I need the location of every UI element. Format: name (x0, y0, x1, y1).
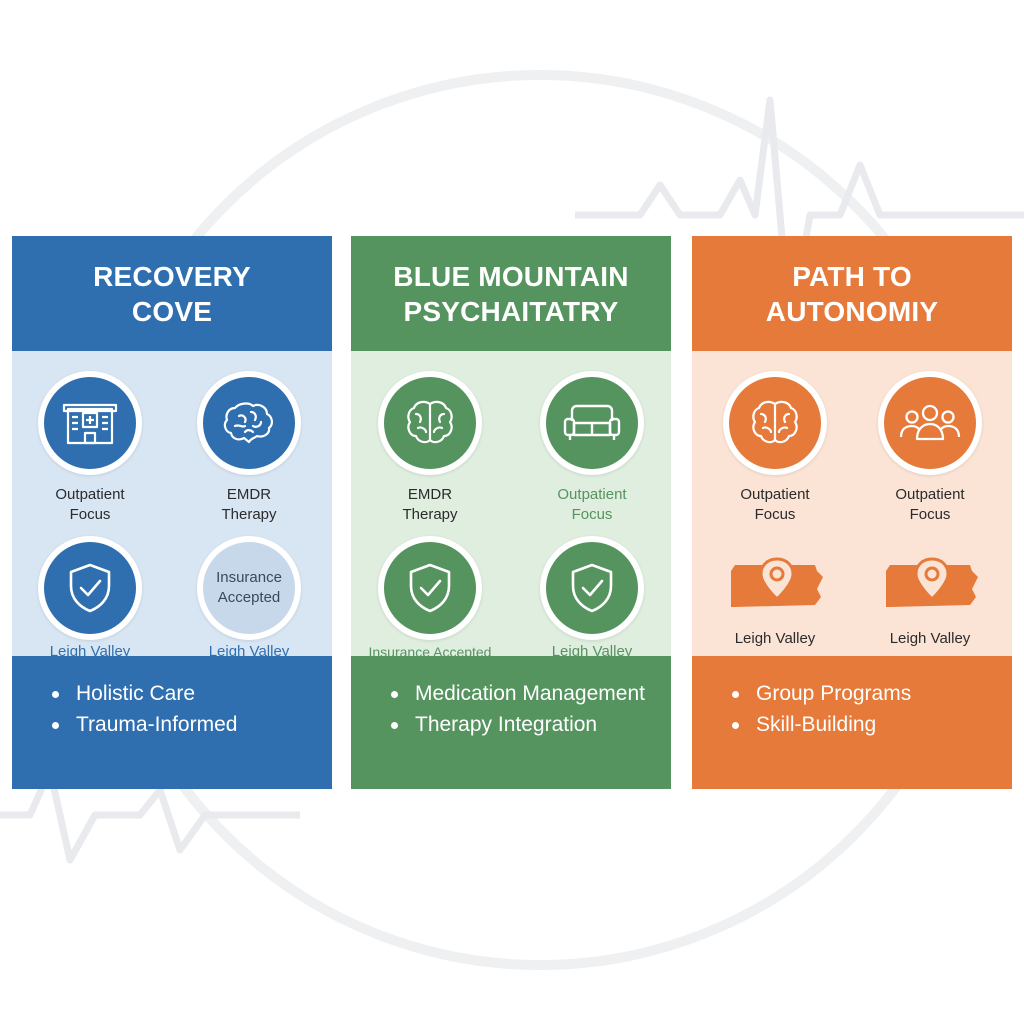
feature-caption: Leigh Valley (49, 643, 131, 660)
couch-icon (546, 377, 638, 469)
label-line1: Outpatient (55, 486, 125, 503)
icon-ring (540, 536, 644, 640)
brain-icon (203, 377, 295, 469)
feature-grid: Outpatient Focus (692, 351, 1012, 656)
card-bullets: Medication Management Therapy Integratio… (351, 656, 671, 789)
label-line2: Therapy (402, 506, 458, 523)
badge-line2: Accepted (217, 589, 281, 606)
bullet-item: Group Programs (732, 678, 1012, 709)
feature-label: EMDR Therapy (174, 485, 324, 525)
feature-outpatient-focus: Outpatient Focus (15, 371, 165, 525)
feature-caption: Leigh Valley (551, 643, 633, 660)
card-title-line2: PSYCHAITATRY (403, 295, 619, 327)
feature-emdr-therapy: EMDR Therapy (355, 371, 505, 525)
brain-icon (729, 377, 821, 469)
feature-insurance-accepted: Insurance Accepted (355, 536, 505, 662)
card-title: BLUE MOUNTAIN PSYCHAITATRY (351, 236, 671, 351)
icon-ring (197, 371, 301, 475)
icon-ring (378, 371, 482, 475)
shield-check-icon (546, 542, 638, 634)
feature-caption: Leigh Valley (734, 630, 816, 647)
map-pin-icon (723, 551, 827, 621)
feature-label: Outpatient Focus (700, 485, 850, 525)
card-title-line2: AUTONOMIY (765, 295, 939, 327)
label-line1: Outpatient (895, 486, 965, 503)
feature-leigh-valley: Leigh Valley (517, 536, 667, 662)
provider-card-blue-mountain[interactable]: BLUE MOUNTAIN PSYCHAITATRY EMDR Therapy (351, 236, 671, 789)
feature-caption: Leigh Valley (208, 643, 290, 660)
card-bullets: Group Programs Skill-Building (692, 656, 1012, 789)
feature-group-focus: Outpatient Focus (855, 371, 1005, 525)
label-line2: Focus (69, 506, 111, 523)
bullet-item: Therapy Integration (391, 709, 671, 740)
label-line2: Therapy (221, 506, 277, 523)
label-line1: EMDR (226, 486, 272, 503)
shield-check-icon (384, 542, 476, 634)
feature-caption: Insurance Accepted (368, 644, 492, 660)
provider-card-recovery-cove[interactable]: RECOVERY COVE (12, 236, 332, 789)
icon-ring (540, 371, 644, 475)
feature-outpatient-focus: Outpatient Focus (700, 371, 850, 525)
card-title-line1: PATH TO (792, 260, 912, 292)
bullet-item: Trauma-Informed (52, 709, 332, 740)
feature-label: EMDR Therapy (355, 485, 505, 525)
label-line1: EMDR (407, 486, 453, 503)
label-line2: Focus (571, 506, 613, 523)
feature-emdr-therapy: EMDR Therapy (174, 371, 324, 525)
icon-ring (38, 371, 142, 475)
bullet-item: Skill-Building (732, 709, 1012, 740)
group-icon (884, 377, 976, 469)
feature-leigh-valley-map: Leigh Valley (855, 551, 1005, 649)
icon-ring (378, 536, 482, 640)
feature-caption: Leigh Valley (889, 630, 971, 647)
card-bullets: Holistic Care Trauma-Informed (12, 656, 332, 789)
card-title-line1: RECOVERY (93, 260, 251, 292)
badge-line1: Insurance (216, 569, 282, 586)
brain-icon (384, 377, 476, 469)
feature-outpatient-focus: Outpatient Focus (517, 371, 667, 525)
feature-leigh-valley-map: Leigh Valley (700, 551, 850, 649)
icon-ring (38, 536, 142, 640)
feature-shield: Leigh Valley (15, 536, 165, 662)
label-line1: Outpatient (557, 486, 627, 503)
shield-check-icon (44, 542, 136, 634)
label-line2: Focus (754, 506, 796, 523)
feature-label: Outpatient Focus (517, 485, 667, 525)
card-title-line2: COVE (131, 295, 213, 327)
card-title: PATH TO AUTONOMIY (692, 236, 1012, 351)
card-title: RECOVERY COVE (12, 236, 332, 351)
label-line1: Outpatient (740, 486, 810, 503)
map-pin-icon (878, 551, 982, 621)
bullet-item: Medication Management (391, 678, 671, 709)
provider-card-path-to-autonomy[interactable]: PATH TO AUTONOMIY Outpatient Focus (692, 236, 1012, 789)
card-title-line1: BLUE MOUNTAIN (393, 260, 629, 292)
feature-insurance-accepted: Insurance Accepted Leigh Valley (174, 536, 324, 662)
icon-ring: Insurance Accepted (197, 536, 301, 640)
insurance-badge: Insurance Accepted (203, 542, 295, 634)
feature-grid: Outpatient Focus EMDR Therapy (12, 351, 332, 660)
icon-ring (723, 371, 827, 475)
feature-grid: EMDR Therapy (351, 351, 671, 660)
hospital-icon (44, 377, 136, 469)
feature-label: Outpatient Focus (855, 485, 1005, 525)
bullet-item: Holistic Care (52, 678, 332, 709)
icon-ring (878, 371, 982, 475)
feature-label: Outpatient Focus (15, 485, 165, 525)
label-line2: Focus (909, 506, 951, 523)
